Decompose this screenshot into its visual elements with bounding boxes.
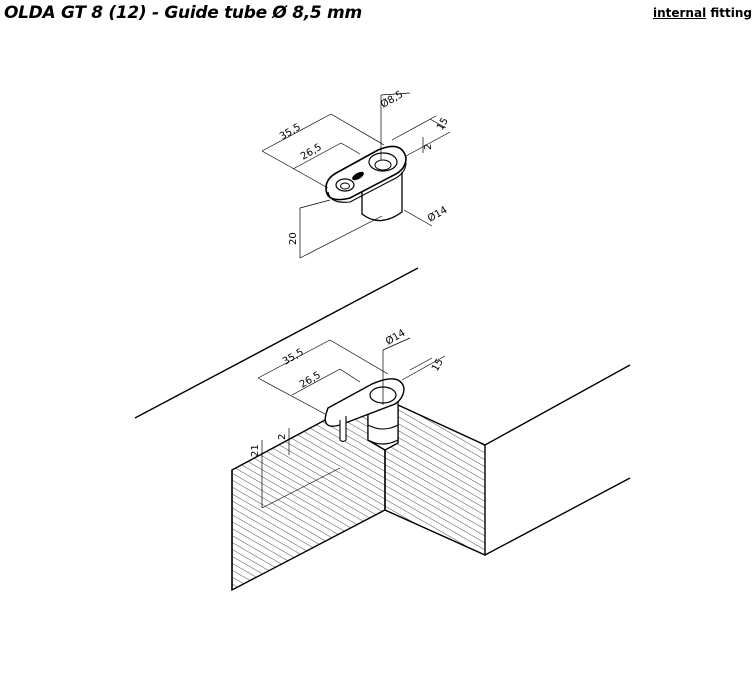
dim-width: 15 (430, 357, 446, 374)
dim-tube-diameter: Ø14 (426, 204, 450, 225)
guide-hole (368, 152, 398, 172)
panel-top-edge (134, 267, 419, 419)
fitting-type-label: internal fitting (653, 6, 752, 20)
page-title: OLDA GT 8 (12) - Guide tube Ø 8,5 mm (4, 3, 362, 23)
dim-depth: 21 (250, 444, 261, 457)
fitting-isolated-view: 35,5 26,5 Ø8,5 15 2 Ø14 20 (261, 88, 451, 259)
dim-hole-diameter: Ø8,5 (379, 88, 406, 110)
section-right-face (384, 403, 486, 557)
dim-recess: 2 (277, 434, 288, 440)
dim-flange: 2 (423, 144, 434, 150)
dim-width: 15 (435, 116, 451, 133)
installed-view: 35,5 26,5 Ø14 15 21 2 (134, 267, 631, 592)
fitting-type-emphasis: internal (652, 6, 707, 20)
section-left-face (231, 396, 386, 592)
dim-length-outer: 35,5 (281, 347, 306, 368)
panel-right-face (484, 364, 631, 556)
screw (339, 416, 347, 443)
fitting-type-rest: fitting (710, 6, 752, 20)
flange-plate (325, 145, 407, 201)
slot (352, 171, 364, 181)
screw-hole (335, 178, 355, 192)
dim-height: 20 (288, 232, 299, 245)
dim-length-outer: 35,5 (278, 122, 303, 143)
dim-length-inner: 26,5 (299, 142, 324, 163)
dim-length-inner: 26,5 (298, 370, 323, 391)
